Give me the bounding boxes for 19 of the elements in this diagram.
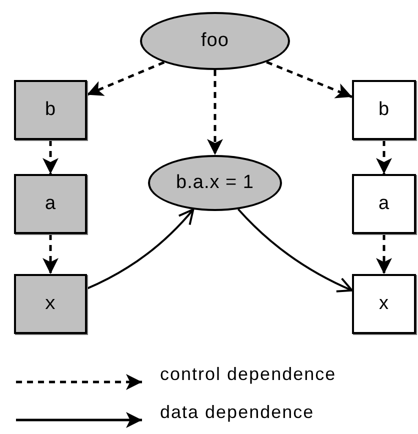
statement-box: x [14,274,87,334]
statement-box: a [352,174,416,234]
arrow [238,208,353,292]
dashed-arrow [207,70,223,155]
dashed-arrow [42,140,58,174]
legend-label: control dependence [160,364,336,384]
dashed-arrow [376,140,392,174]
statement-box: b [352,80,416,140]
dashed-arrow [42,234,58,274]
arrow [86,208,194,290]
dashed-arrow [376,234,392,274]
dashed-arrow [266,60,352,98]
ellipse-node: foo [140,12,290,70]
legend-label: data dependence [160,402,314,422]
dashed-arrow [86,61,165,96]
statement-box: a [14,174,87,234]
ellipse-node: b.a.x = 1 [148,155,282,211]
statement-box: b [14,80,87,140]
statement-box: x [352,274,416,334]
